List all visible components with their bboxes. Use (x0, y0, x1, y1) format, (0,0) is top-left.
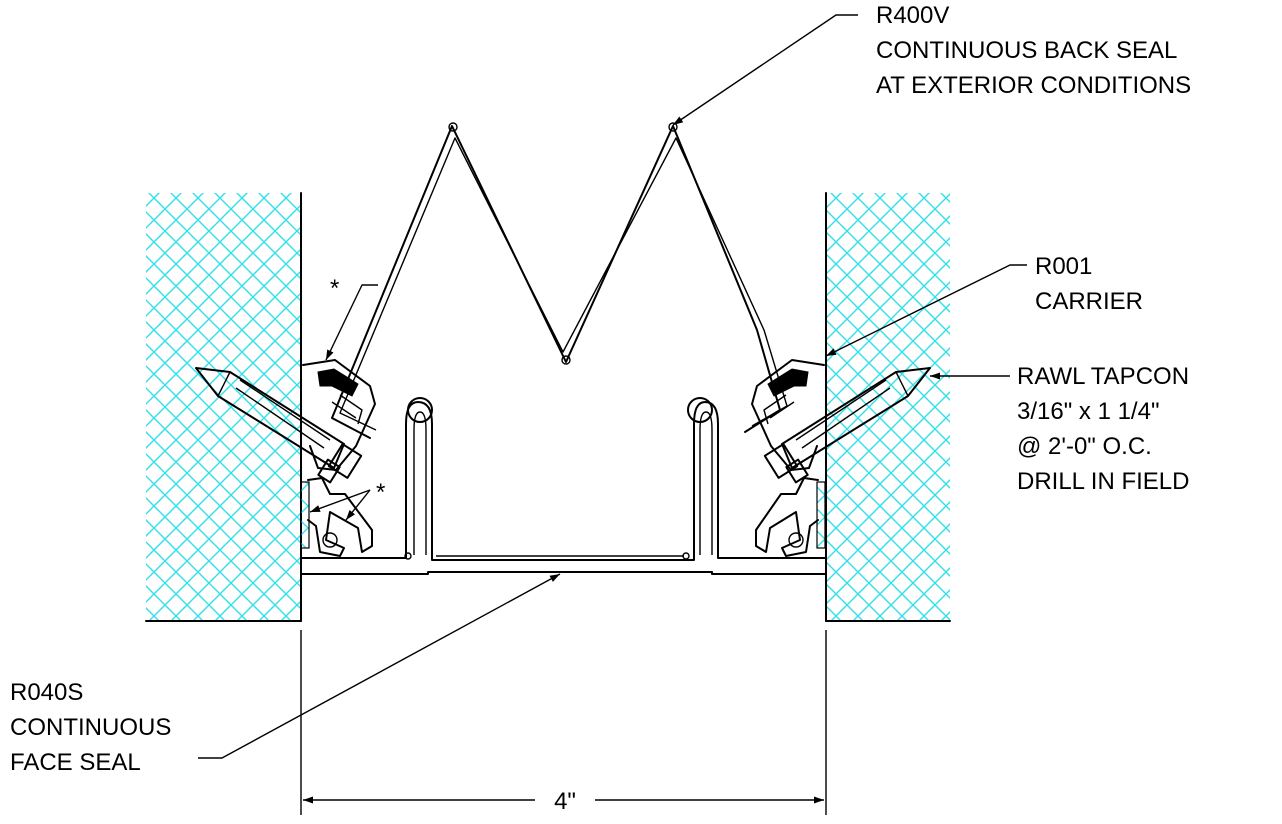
label-fastener: RAWL TAPCON 3/16" x 1 1/4" @ 2'-0" O.C. … (1017, 363, 1190, 495)
leader-back-seal (672, 14, 858, 126)
leader-face-seal (198, 573, 561, 759)
svg-text:DRILL IN FIELD: DRILL IN FIELD (1017, 468, 1190, 495)
svg-text:CONTINUOUS: CONTINUOUS (10, 714, 171, 741)
right-anchor-screw (763, 367, 931, 484)
svg-text:R040S: R040S (10, 679, 83, 706)
left-substrate (145, 192, 302, 622)
svg-text:AT EXTERIOR CONDITIONS: AT EXTERIOR CONDITIONS (876, 72, 1191, 99)
leader-carrier (825, 264, 1027, 357)
left-carrier (300, 359, 376, 557)
svg-text:CONTINUOUS BACK SEAL: CONTINUOUS BACK SEAL (876, 37, 1177, 64)
dimension-text: 4" (554, 788, 576, 815)
face-seal-r040s (300, 397, 827, 575)
width-dimension: 4" (300, 630, 827, 815)
left-anchor-screw (195, 367, 363, 484)
svg-text:*: * (330, 275, 339, 302)
svg-text:FACE SEAL: FACE SEAL (10, 749, 141, 776)
svg-text:3/16" x 1 1/4": 3/16" x 1 1/4" (1017, 398, 1159, 425)
right-carrier (751, 359, 826, 557)
svg-text:RAWL TAPCON: RAWL TAPCON (1017, 363, 1189, 390)
svg-text:R400V: R400V (876, 2, 949, 29)
svg-text:R001: R001 (1035, 253, 1092, 280)
svg-text:*: * (376, 479, 385, 506)
svg-text:@ 2'-0" O.C.: @ 2'-0" O.C. (1017, 433, 1152, 460)
note-marker-top: * (330, 275, 339, 302)
label-back-seal: R400V CONTINUOUS BACK SEAL AT EXTERIOR C… (876, 2, 1191, 99)
back-seal-r400v (331, 122, 788, 439)
leader-note-bottom (309, 489, 371, 521)
note-marker-bottom: * (376, 479, 385, 506)
label-carrier: R001 CARRIER (1035, 253, 1143, 315)
leader-note-top (325, 284, 378, 361)
label-face-seal: R040S CONTINUOUS FACE SEAL (10, 679, 171, 776)
svg-text:CARRIER: CARRIER (1035, 288, 1143, 315)
